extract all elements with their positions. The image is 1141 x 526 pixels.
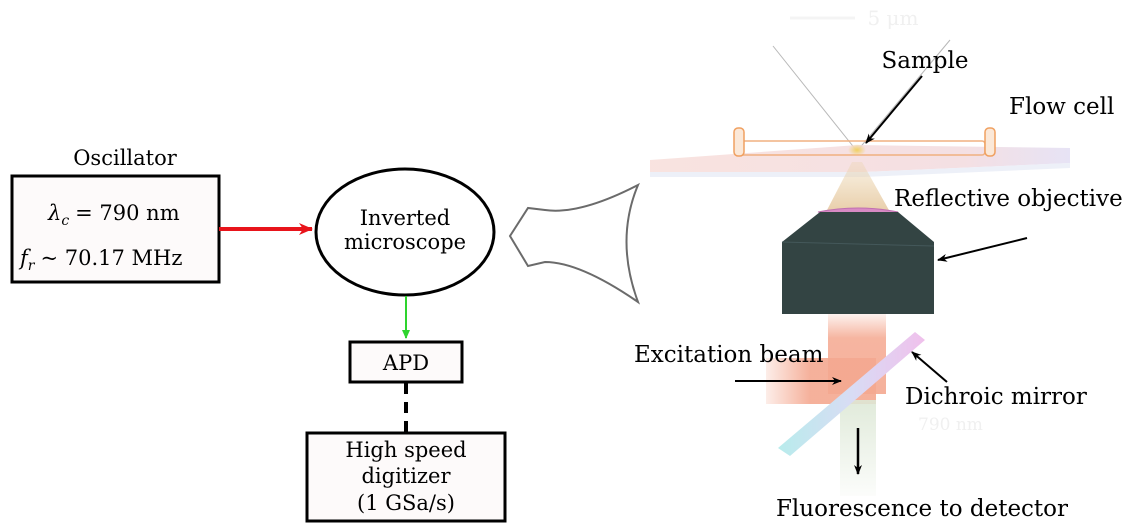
- apd-label: APD: [382, 351, 429, 375]
- rep-rate-value: ~ 70.17 MHz: [40, 246, 182, 270]
- digitizer-label-line1: High speed: [345, 438, 466, 462]
- detector-label: Fluorescence to detector: [776, 496, 1068, 522]
- oscillator-box: [10, 174, 221, 284]
- f-subscript: r: [28, 258, 36, 274]
- wavelength-line: λc = 790 nm: [47, 201, 180, 229]
- microscope-label-line2: microscope: [344, 230, 466, 254]
- lambda-symbol: λ: [47, 201, 61, 225]
- digitizer-box: [305, 431, 507, 523]
- digitizer-label-line2: digitizer: [361, 464, 451, 488]
- dichroic-mirror: [778, 332, 925, 456]
- microscope-label-line1: Inverted: [360, 206, 450, 230]
- microscope-ellipse: [314, 167, 496, 297]
- sample-spot: [848, 144, 866, 156]
- dichroic-pointer: [911, 351, 948, 383]
- scale-bar-label: 5 μm: [867, 6, 918, 30]
- outlet-port: [984, 127, 996, 157]
- objective-pointer: [937, 237, 1028, 262]
- oscillator-title: Oscillator: [73, 146, 178, 170]
- faint-wavelength-label: 790 nm: [918, 415, 983, 435]
- dichroic-label: Dichroic mirror: [905, 384, 1087, 410]
- wavelength-value: = 790 nm: [75, 201, 180, 225]
- excitation-label: Excitation beam: [634, 342, 824, 368]
- rep-rate-line: fr~ 70.17 MHz: [18, 246, 182, 274]
- apd-box: [348, 340, 464, 384]
- flow-cell-label: Flow cell: [1009, 94, 1114, 120]
- objective-edge: [781, 241, 935, 247]
- scatter-line-right: [857, 39, 951, 151]
- scatter-line-left: [772, 45, 857, 151]
- flow-cell-plate: [650, 145, 1070, 172]
- objective-body: [782, 212, 934, 314]
- objective-label: Reflective objective: [894, 186, 1123, 212]
- inlet-port: [733, 127, 745, 157]
- flow-cell-edge: [650, 163, 1070, 177]
- lambda-subscript: c: [61, 213, 69, 229]
- digitizer-label-line3: (1 GSa/s): [357, 491, 455, 515]
- sample-label: Sample: [882, 48, 969, 74]
- sample-pointer: [865, 75, 923, 144]
- focus-cone: [826, 162, 890, 212]
- zoom-arrow-icon: [508, 182, 641, 305]
- f-symbol: f: [18, 246, 31, 270]
